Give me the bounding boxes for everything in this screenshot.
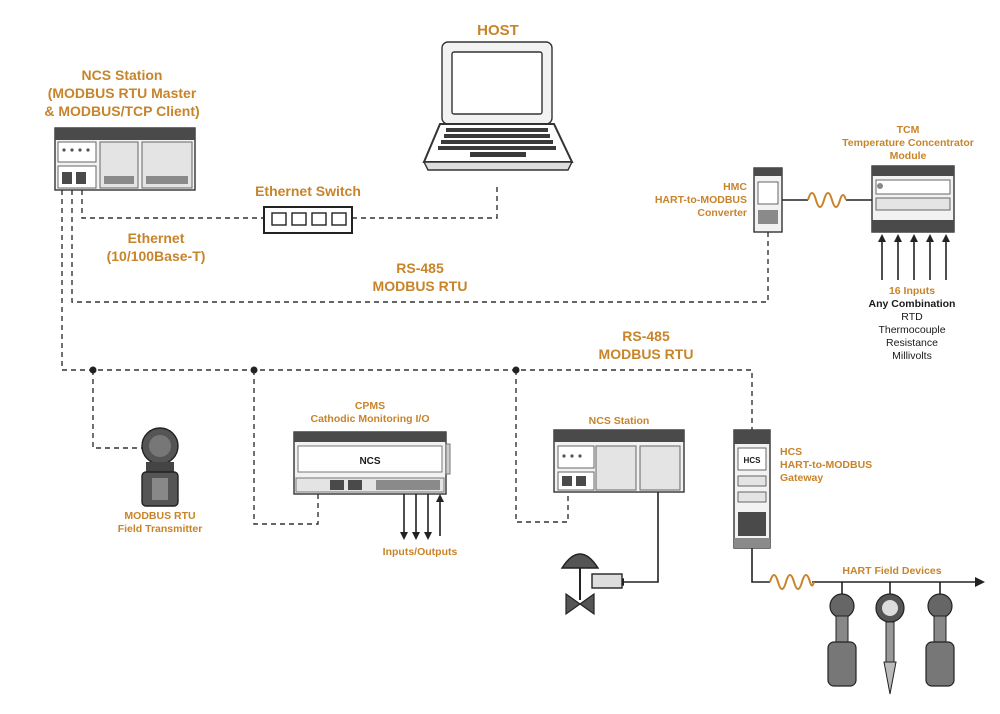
ethernet-switch-device [263, 206, 353, 234]
drop-ncs-lower [515, 370, 569, 523]
bus-junction [89, 366, 97, 374]
hcs-panel-text: HCS [744, 456, 762, 465]
hmc-converter-device [753, 167, 783, 233]
ncs-station-lower-device [553, 429, 685, 493]
cpms-io-arrows [403, 494, 441, 536]
tcm-inputs-subtitle: Any Combination [869, 298, 956, 310]
ncs-station-master-label: NCS Station [82, 67, 163, 83]
hart-field-device-3-icon [925, 593, 955, 687]
ncs-to-valve-link [624, 492, 659, 583]
control-valve-icon [560, 553, 623, 616]
hmc-label: Converter [697, 207, 747, 219]
modbus-field-transmitter-icon [141, 427, 179, 507]
tcm-label: Temperature Concentrator [842, 137, 974, 149]
tcm-input-type: Millivolts [892, 350, 932, 362]
host-laptop-icon [422, 41, 574, 171]
cpms-label: Cathodic Monitoring I/O [311, 413, 430, 425]
hart-signal-wave-icon [769, 574, 815, 590]
rs485-lower-bus [61, 190, 753, 432]
bus-junction [512, 366, 520, 374]
hcs-gateway-device: HCS [733, 429, 771, 549]
rs485-lower-label: RS-485 [622, 328, 670, 344]
tcm-input-type: Thermocouple [878, 324, 945, 336]
inputs-outputs-label: Inputs/Outputs [383, 546, 458, 558]
rs485-upper-label: MODBUS RTU [373, 278, 468, 294]
hcs-hart-link [751, 548, 770, 583]
rs485-upper-label: RS-485 [396, 260, 444, 276]
modbus-transmitter-label: Field Transmitter [118, 523, 203, 535]
ethernet-label: Ethernet [128, 230, 185, 246]
drop-cpms [253, 370, 319, 525]
ncs-station-master-label: (MODBUS RTU Master [48, 85, 197, 101]
ncs-station-master-device [54, 127, 196, 191]
hart-field-device-1-icon [827, 593, 857, 687]
ethernet-link-switch-host [352, 184, 498, 219]
tcm-input-type: Resistance [886, 337, 938, 349]
ethernet-label: (10/100Base-T) [107, 248, 206, 264]
hmc-label: HMC [723, 181, 747, 193]
hcs-label: Gateway [780, 472, 823, 484]
bus-junction [250, 366, 258, 374]
tcm-module-device [871, 165, 955, 233]
tcm-input-arrows [878, 234, 950, 280]
hart-field-device-2-icon [875, 593, 905, 695]
cpms-panel-text: NCS [359, 456, 380, 467]
hcs-label: HART-to-MODBUS [780, 459, 872, 471]
cpms-label: CPMS [355, 400, 385, 412]
tcm-inputs-title: 16 Inputs [889, 285, 935, 297]
cpms-io-device: NCS [293, 431, 451, 495]
hart-field-devices-label: HART Field Devices [842, 565, 941, 577]
drop-modbus-transmitter [92, 370, 142, 449]
rs485-upper-bus [71, 190, 769, 303]
ncs-station-master-label: & MODBUS/TCP Client) [44, 103, 199, 119]
tcm-input-type: RTD [901, 311, 923, 323]
tcm-label: TCM [897, 124, 920, 136]
ethernet-switch-label: Ethernet Switch [255, 183, 361, 199]
ncs-station-lower-label: NCS Station [589, 415, 650, 427]
hcs-label: HCS [780, 446, 802, 458]
modbus-transmitter-label: MODBUS RTU [124, 510, 195, 522]
rs485-lower-label: MODBUS RTU [599, 346, 694, 362]
hmc-label: HART-to-MODBUS [655, 194, 747, 206]
host-label: HOST [477, 22, 519, 39]
ethernet-link-ncs-switch [81, 190, 264, 219]
hart-signal-wave-icon [807, 192, 847, 208]
tcm-label: Module [890, 150, 927, 162]
